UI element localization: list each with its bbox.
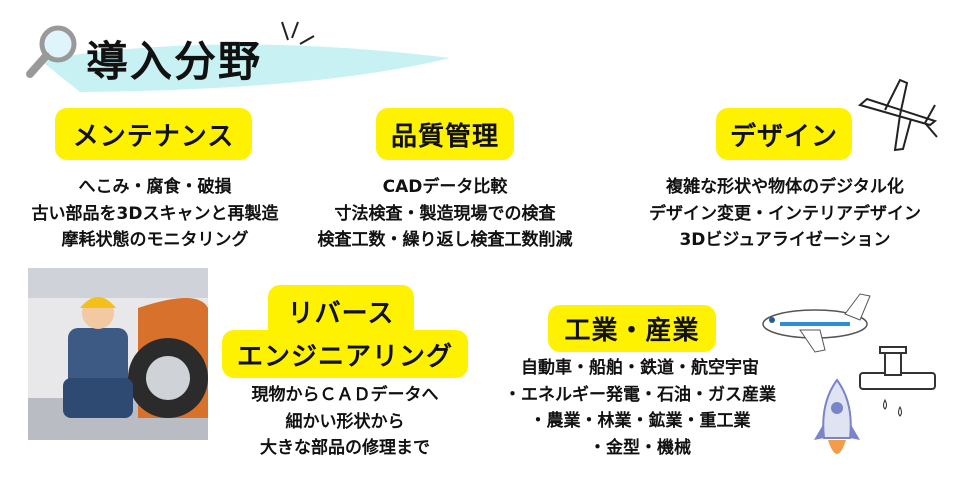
airplane-icon xyxy=(762,293,871,353)
body-line: へこみ・腐食・破損 xyxy=(78,177,232,197)
body-line: 検査工数・繰り返し検査工数削減 xyxy=(317,230,573,250)
design-body: 複雑な形状や物体のデジタル化 デザイン変更・インテリアデザイン 3Dビジュアライ… xyxy=(625,174,945,254)
heading-industry: 工業・産業 xyxy=(548,305,716,352)
heading-quality-control: 品質管理 xyxy=(376,108,514,160)
heading-design: デザイン xyxy=(716,108,852,160)
body-line: 現物からＣＡＤデータへ xyxy=(251,385,439,405)
mechanic-illustration xyxy=(28,268,208,440)
body-line: 寸法検査・製造現場での検査 xyxy=(334,203,556,224)
heading-reverse-engineering-bottom: エンジニアリング xyxy=(222,330,468,378)
rocket-icon xyxy=(814,378,860,454)
body-line: 古い部品を3Dスキャンと再製造 xyxy=(31,203,279,224)
pipe-faucet-icon xyxy=(859,346,936,417)
heading-maintenance: メンテナンス xyxy=(55,108,252,160)
body-line: デザイン変更・インテリアデザイン xyxy=(649,203,921,224)
reverse-body: 現物からＣＡＤデータへ 細かい形状から 大きな部品の修理まで xyxy=(195,382,495,462)
airplane-outline-icon xyxy=(857,78,938,152)
body-line: ・農業・林業・鉱業・重工業 xyxy=(529,411,751,431)
body-line: 自動車・船舶・鉄道・航空宇宙 xyxy=(521,358,759,378)
body-line: 摩耗状態のモニタリング xyxy=(61,230,249,250)
body-line: ・エネルギー発電・石油・ガス産業 xyxy=(504,384,776,405)
body-line: 3Dビジュアライゼーション xyxy=(679,230,891,250)
page-title: 導入分野 xyxy=(86,37,263,86)
magnifier-icon xyxy=(26,25,77,78)
body-line: 細かい形状から xyxy=(285,411,405,432)
heading-reverse-engineering-top: リバース xyxy=(268,285,414,337)
body-line: ・金型・機械 xyxy=(589,437,691,458)
body-line: 複雑な形状や物体のデジタル化 xyxy=(666,177,904,197)
body-line: 大きな部品の修理まで xyxy=(260,438,430,458)
industry-body: 自動車・船舶・鉄道・航空宇宙 ・エネルギー発電・石油・ガス産業 ・農業・林業・鉱… xyxy=(480,355,800,461)
title-banner xyxy=(26,21,450,92)
maintenance-body: へこみ・腐食・破損 古い部品を3Dスキャンと再製造 摩耗状態のモニタリング xyxy=(5,174,305,254)
body-line: CADデータ比較 xyxy=(382,177,508,197)
quality-body: CADデータ比較 寸法検査・製造現場での検査 検査工数・繰り返し検査工数削減 xyxy=(295,174,595,254)
